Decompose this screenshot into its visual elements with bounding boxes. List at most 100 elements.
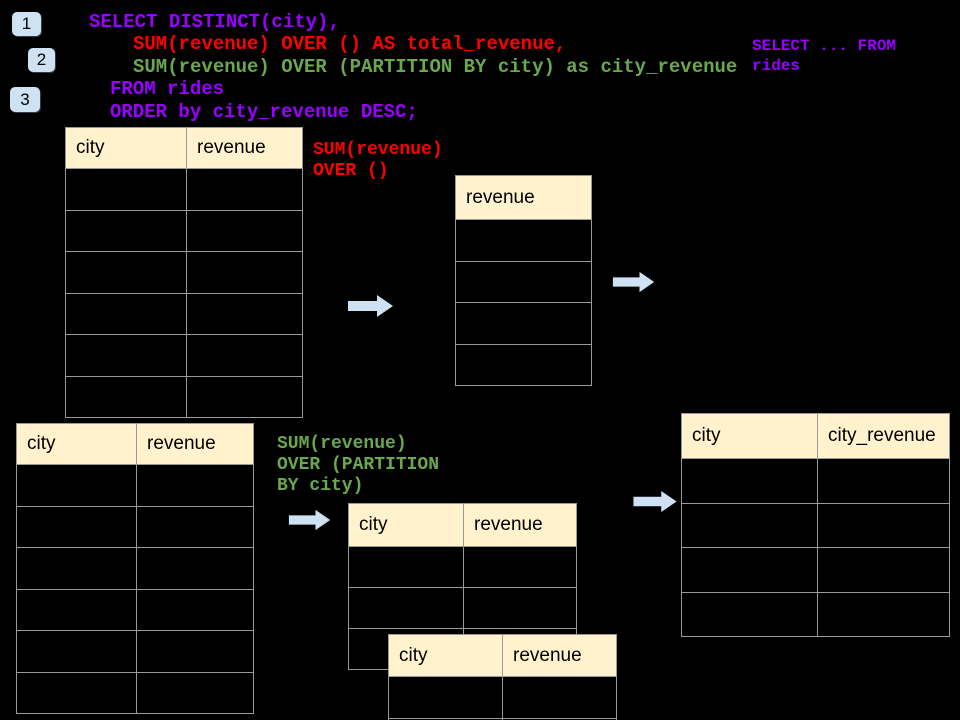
table-row bbox=[456, 260, 591, 303]
total-annotation-line-2: OVER () bbox=[313, 161, 389, 181]
table-row bbox=[389, 676, 616, 718]
partition-annotation-line-2: OVER (PARTITION bbox=[277, 455, 440, 475]
table-cell bbox=[464, 547, 576, 587]
table-cell bbox=[66, 376, 187, 417]
table-cell bbox=[17, 589, 137, 630]
table-cell bbox=[818, 548, 949, 592]
header-cell-revenue: revenue bbox=[197, 137, 266, 158]
sql-select-line: SELECT DISTINCT(city), bbox=[89, 11, 340, 33]
table-header-row: city revenue bbox=[349, 504, 576, 546]
table-row bbox=[17, 547, 253, 589]
table-header-row: city city_revenue bbox=[682, 414, 949, 458]
table-total-result: revenue bbox=[455, 175, 592, 386]
table-row bbox=[17, 671, 253, 714]
table-city-revenue-result: city city_revenue bbox=[681, 413, 950, 637]
table-source-top: city revenue bbox=[65, 127, 303, 418]
table-cell bbox=[389, 677, 503, 718]
table-cell bbox=[137, 507, 253, 548]
step-2-badge: 2 bbox=[28, 48, 55, 72]
table-cell bbox=[187, 169, 302, 210]
table-cell bbox=[818, 504, 949, 548]
table-cell bbox=[137, 548, 253, 589]
table-cell bbox=[137, 631, 253, 672]
table-cell bbox=[66, 293, 187, 334]
header-cell-city: city bbox=[389, 635, 503, 676]
table-row bbox=[17, 588, 253, 630]
table-cell bbox=[66, 210, 187, 251]
table-cell bbox=[137, 673, 253, 714]
partition-annotation-line-3: BY city) bbox=[277, 476, 364, 496]
table-body bbox=[66, 168, 302, 417]
table-partition-front: city revenue bbox=[388, 634, 617, 720]
table-cell bbox=[682, 548, 818, 592]
table-row bbox=[682, 591, 949, 637]
table-body bbox=[389, 676, 616, 720]
table-cell bbox=[818, 593, 949, 637]
table-cell bbox=[682, 503, 818, 547]
arrow-source-to-total-icon bbox=[348, 294, 394, 318]
header-cell-revenue: revenue bbox=[474, 514, 543, 535]
table-cell bbox=[682, 459, 818, 503]
header-cell-revenue: revenue bbox=[513, 644, 582, 666]
table-row bbox=[66, 251, 302, 293]
table-cell bbox=[17, 631, 137, 672]
table-row bbox=[17, 630, 253, 672]
total-annotation-line-1: SUM(revenue) bbox=[313, 140, 443, 160]
table-cell bbox=[818, 459, 949, 503]
table-cell bbox=[187, 335, 302, 376]
sql-city-revenue-line: SUM(revenue) OVER (PARTITION BY city) as… bbox=[133, 56, 738, 78]
table-cell bbox=[137, 465, 253, 506]
table-row bbox=[66, 209, 302, 252]
table-cell bbox=[17, 672, 137, 713]
partition-annotation-line-1: SUM(revenue) bbox=[277, 434, 407, 454]
table-header-row: revenue bbox=[456, 176, 591, 219]
table-cell bbox=[66, 252, 187, 293]
table-header-row: city revenue bbox=[17, 424, 253, 464]
header-cell-revenue: revenue bbox=[147, 433, 216, 454]
table-row bbox=[66, 168, 302, 210]
table-cell bbox=[187, 252, 302, 293]
arrow-total-output-icon bbox=[611, 271, 657, 293]
header-cell-city: city bbox=[349, 504, 464, 546]
table-partition-back: city revenue bbox=[348, 503, 577, 670]
table-source-bottom: city revenue bbox=[16, 423, 254, 714]
header-cell-city-revenue: city_revenue bbox=[828, 425, 936, 446]
table-row bbox=[17, 464, 253, 506]
table-cell bbox=[187, 211, 302, 252]
step-3-badge: 3 bbox=[10, 87, 40, 112]
table-cell bbox=[66, 169, 187, 210]
table-row bbox=[17, 505, 253, 548]
table-row bbox=[66, 334, 302, 376]
table-row bbox=[349, 546, 576, 587]
table-row bbox=[456, 302, 591, 344]
sql-order-line: ORDER by city_revenue DESC; bbox=[110, 101, 418, 123]
table-body bbox=[17, 464, 253, 713]
table-cell bbox=[17, 548, 137, 589]
table-cell bbox=[349, 547, 464, 587]
table-cell bbox=[66, 335, 187, 376]
table-row bbox=[66, 292, 302, 335]
table-row bbox=[682, 547, 949, 592]
side-note-line-1: SELECT ... FROM bbox=[752, 37, 897, 55]
table-header-row: city revenue bbox=[66, 128, 302, 168]
step-1-badge: 1 bbox=[12, 12, 41, 36]
side-note-line-2: rides bbox=[752, 57, 801, 75]
table-cell bbox=[187, 294, 302, 335]
table-row bbox=[456, 343, 591, 386]
table-cell bbox=[456, 345, 591, 386]
table-cell bbox=[682, 592, 818, 636]
table-body bbox=[456, 219, 591, 385]
sql-total-revenue-line: SUM(revenue) OVER () AS total_revenue, bbox=[133, 33, 567, 55]
header-cell-city: city bbox=[17, 424, 137, 464]
table-cell bbox=[17, 506, 137, 547]
table-body bbox=[682, 458, 949, 636]
arrow-partition-input-icon bbox=[287, 509, 333, 531]
header-cell-city: city bbox=[682, 414, 818, 458]
table-row bbox=[682, 458, 949, 503]
table-cell bbox=[349, 588, 464, 628]
table-cell bbox=[456, 262, 591, 303]
table-cell bbox=[187, 377, 302, 418]
table-row bbox=[349, 587, 576, 628]
table-cell bbox=[503, 677, 616, 718]
